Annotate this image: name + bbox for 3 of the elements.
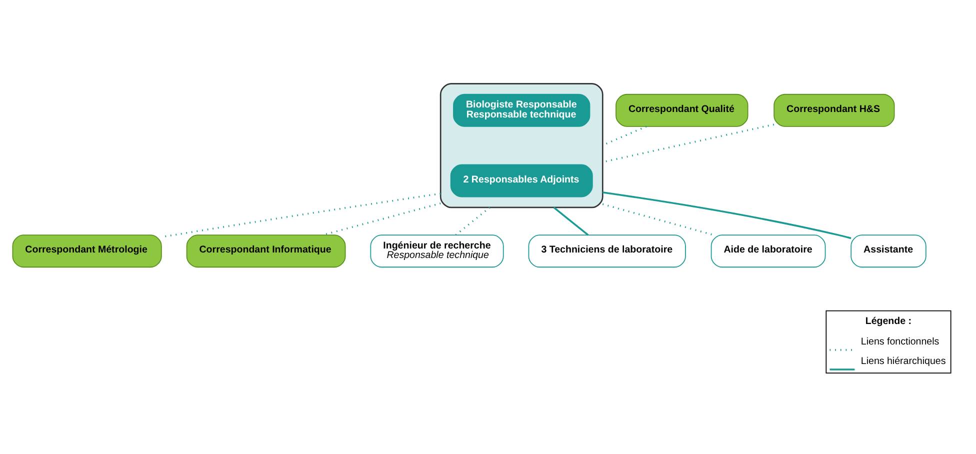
- label: Légende :: [865, 315, 912, 326]
- legend-label: Liens fonctionnels: [860, 336, 940, 347]
- legend-label: Liens hiérarchiques: [860, 356, 946, 367]
